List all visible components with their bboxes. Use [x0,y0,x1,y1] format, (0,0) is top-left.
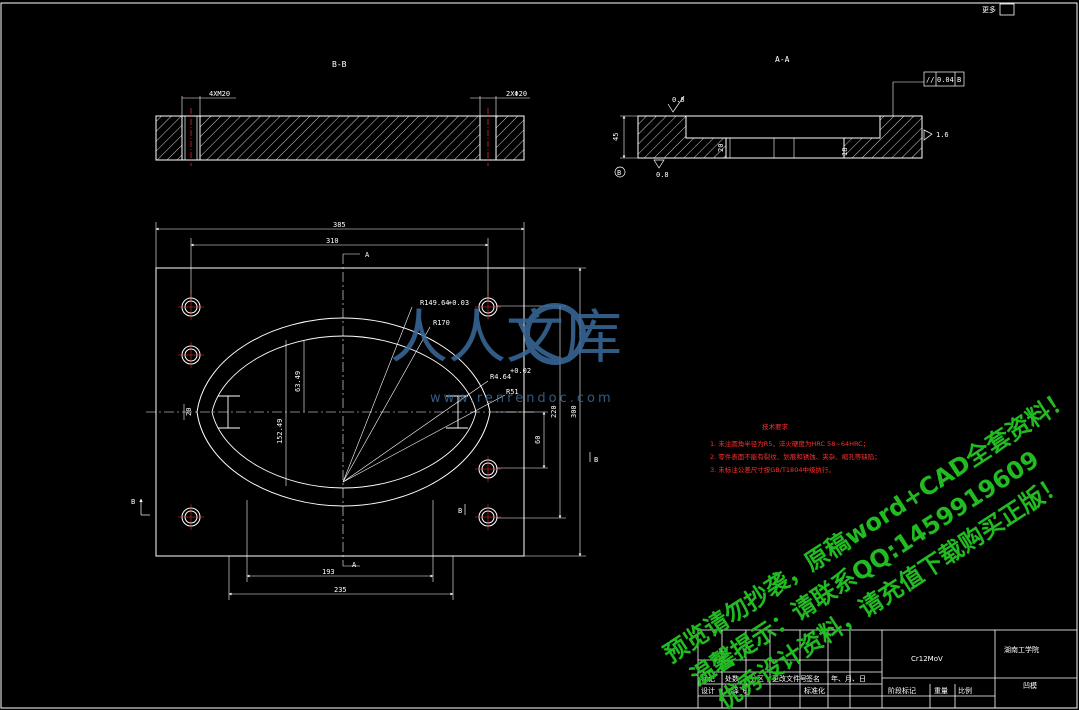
flatness-value: 0.04 [937,76,954,84]
roughness-top: 0.8 [672,96,685,104]
logo-watermark-url: www.renrendoc.com [430,391,614,406]
dim-height-overall: 300 [570,405,578,418]
dim-vertical-2: 152.49 [276,419,284,444]
section-bb-title: B-B [332,60,347,69]
dim-holes-right: 2XΦ20 [506,90,527,98]
flatness-symbol: // [926,76,934,84]
dim-width-lower: 235 [334,586,347,594]
datum-label: B [617,169,621,177]
logo-watermark-text: 人人文库 [390,303,622,371]
dim-width-opening: 193 [322,568,335,576]
tech-note-2: 2. 零件表面不能有裂纹、划痕和锈蚀、夹杂、缩孔等缺陷； [710,452,881,461]
tech-notes-title: 技术要求 [762,422,789,431]
flatness-frame [923,71,965,87]
dim-r-mid: R170 [433,319,450,327]
dim-vertical-1: 63.49 [294,371,302,392]
dim-r-large: R149.64 [420,299,450,307]
tb-hdr-5: 年、月、日 [831,674,866,683]
aa-height-dim: 45 [612,133,620,141]
tb-stage: 阶段标记 [888,686,916,695]
section-mark-a-bottom: A [352,561,357,569]
tb-part-name: 凹模 [1023,681,1037,690]
tech-note-1: 1. 未注圆角半径为R5，淬火硬度为HRC 58~64HRC； [710,439,869,448]
dim-width-overall: 385 [333,221,346,229]
cavity-outer [196,317,491,507]
dim-left-small: 20 [185,408,193,416]
dim-height-inner: 220 [550,405,558,418]
tech-notes: 技术要求 1. 未注圆角半径为R5，淬火硬度为HRC 58~64HRC； 2. … [710,422,881,474]
tb-hdr-2: 分区 [750,674,764,683]
section-mark-b-far: B [594,456,598,464]
tb-design-label: 设计 [701,686,715,695]
roughness-right: 1.6 [936,131,949,139]
section-aa-cavity [685,115,881,139]
roughness-bottom: 0.8 [656,171,669,179]
section-mark-b-left: B [131,498,135,506]
tb-hdr-1: 处数 [725,674,739,683]
flatness-datum: B [957,76,961,84]
section-bb-body [155,115,525,161]
dim-r-corner: R51 [506,388,519,396]
tb-school: 湖南工学院 [1004,645,1039,654]
tb-designer: 刘泽飞 [725,686,746,695]
section-aa-through [725,137,845,159]
tb-scale: 比例 [958,686,972,695]
section-aa: A-A 45 20 18 0.8 0.8 1.6 B // 0.04 B [612,55,965,179]
tb-hdr-0: 标记 [701,674,715,683]
text-watermark: 预览请勿抄袭，原稿word+CAD全套资料！ 温馨提示：请联系QQ:145991… [659,384,1077,710]
section-mark-b-right: B [458,507,462,515]
tech-note-3: 3. 未标注公差尺寸按GB/T1804中级执行。 [710,465,835,474]
dim-width-holes: 310 [326,237,339,245]
corner-note: 更多 [982,5,996,14]
section-aa-title: A-A [775,55,790,64]
dim-holes-left: 4XM20 [209,90,230,98]
watermark-line-2: 温馨提示：请联系QQ:1459919609 [686,445,1045,691]
tb-hdr-3: 更改文件号 [772,674,807,683]
tb-weight: 重量 [934,687,948,695]
section-mark-a-top: A [365,251,370,259]
dim-height-offset: 60 [534,436,542,444]
dim-r-small-tol: +0.02 [510,367,531,375]
dim-r-large-tol: +0.03 [448,299,469,307]
corner-box [999,3,1015,16]
aa-depth-dim: 20 [717,144,725,152]
title-block [697,629,1078,709]
logo-watermark: 人人文库 www.renrendoc.com [390,303,622,406]
aa-inner-dim: 18 [841,148,849,156]
cavity-inner [211,335,477,489]
tb-hdr-4: 签名 [806,674,820,683]
section-bb: B-B 4XM20 2XΦ20 [155,60,530,166]
tb-standard: 标准化 [804,686,825,695]
plan-view: 385 310 300 220 60 193 235 A A [131,221,598,600]
tb-material: Cr12MoV [911,655,943,663]
dim-r-small: R4.64 [490,373,511,381]
